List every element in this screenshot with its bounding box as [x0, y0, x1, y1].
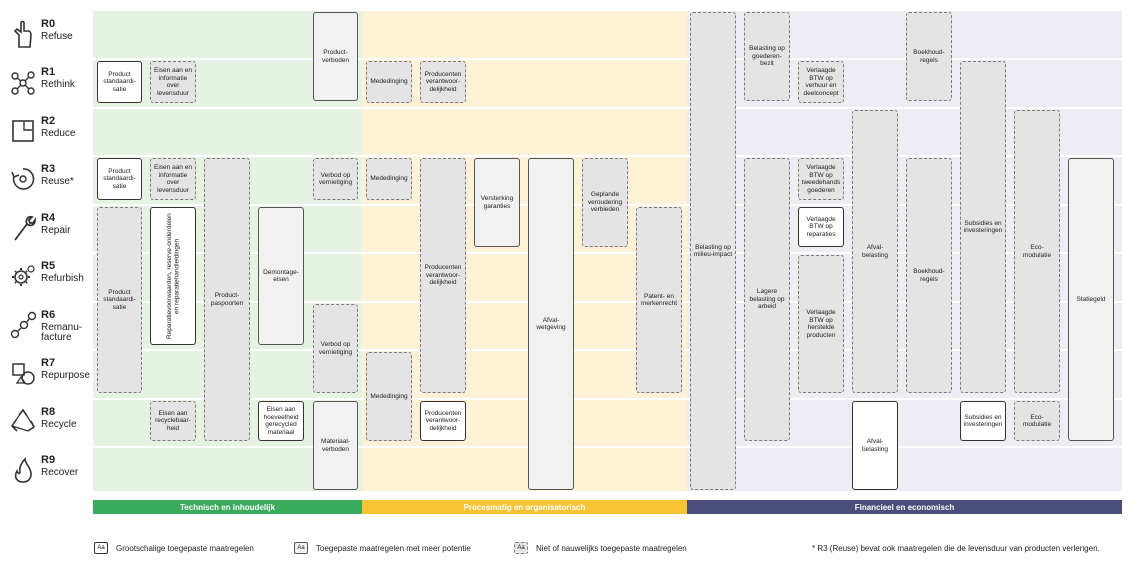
legend-swatch-potential: Aa [294, 542, 308, 554]
measure-afvalbelasting-mid: Afval-belasting [852, 110, 898, 393]
measure-belasting-milieu-impact: Belasting op milieu-impact [690, 12, 736, 490]
measure-subsidies-r8: Subsidies en investeringen [960, 401, 1006, 441]
measure-boekhoudregels-top: Boekhoud-regels [906, 12, 952, 101]
measure-mededinging-r8: Mededinging [366, 352, 412, 441]
measure-belasting-goederenbezit: Belasting op goederen-bezit [744, 12, 790, 101]
legend-swatch-none: Aa [514, 542, 528, 554]
reuse-cycle-icon [11, 168, 35, 190]
measure-eisen-gerecycled: Eisen aan hoeveelheid gerecycled materia… [258, 401, 304, 441]
measure-versterking-garanties: Versterking garanties [474, 158, 520, 247]
measure-eisen-recyclebaarheid: Eisen aan recyclebaar-heid [150, 401, 196, 441]
measure-producenten-mid: Producenten verantwoor-delijkheid [420, 158, 466, 393]
measure-afvalbelasting-r8: Afval-belasting [852, 401, 898, 490]
measure-materiaalverboden: Materiaal-verboden [313, 401, 358, 490]
category-process: Procesmatig en organisatorisch [362, 500, 687, 514]
repurpose-shapes-icon [12, 363, 35, 385]
measure-product-standaardisatie-r5: Product standaardi-satie [97, 207, 142, 393]
measure-product-standaardisatie-r3: Product standaardi-satie [97, 158, 142, 200]
rethink-network-icon [11, 71, 35, 95]
measure-geplande-veroudering: Geplande veroudering verbieden [582, 158, 628, 247]
measure-mededinging-r3: Mededinging [366, 158, 412, 200]
legend-label-large: Grootschalige toegepaste maatregelen [116, 544, 254, 553]
measure-boekhoudregels-mid: Boekhoud-regels [906, 158, 952, 393]
repair-wrench-icon [14, 215, 36, 241]
footnote: * R3 (Reuse) bevat ook maatregelen die d… [812, 544, 1100, 553]
measure-verlaagde-btw-tweedehands: Verlaagde BTW op tweedehands goederen [798, 158, 844, 200]
measure-producenten-r8: Producenten verantwoor-delijkheid [420, 401, 466, 441]
refuse-hand-icon [13, 20, 32, 48]
category-technical: Technisch en inhoudelijk [93, 500, 362, 514]
measure-mededinging-r1: Mededinging [366, 61, 412, 103]
legend-label-potential: Toegepaste maatregelen met meer potentie [316, 544, 471, 553]
measure-verlaagde-btw-reparaties: Verlaagde BTW op reparaties [798, 207, 844, 247]
recycle-arrows-icon [10, 408, 36, 432]
legend-label-none: Niet of nauwelijks toegepaste maatregele… [536, 544, 687, 553]
measure-producenten-r1: Producenten verantwoor-delijkheid [420, 61, 466, 103]
measure-eisen-levensduur-r3: Eisen aan en informatie over levensduur [150, 158, 196, 200]
legend-swatch-large: Aa [94, 542, 108, 554]
measure-verlaagde-btw-herstelde: Verlaagde BTW op herstelde producten [798, 255, 844, 393]
band-process [362, 11, 687, 491]
measure-productpaspoorten: Product-paspoorten [204, 158, 250, 441]
recover-flame-icon [14, 457, 32, 483]
remanufacture-nodes-icon [10, 311, 36, 339]
category-financial: Financieel en economisch [687, 500, 1122, 514]
measure-statiegeld: Statiegeld [1068, 158, 1114, 441]
measure-subsidies-mid: Subsidies en investeringen [960, 61, 1006, 393]
reduce-square-icon [12, 120, 34, 142]
measure-demontage-eisen: Demontage-eisen [258, 207, 304, 345]
measure-verbod-vernietiging-r6: Verbod op vernietiging [313, 304, 358, 393]
measure-patent-merkenrecht: Patent- en merkenrecht [636, 207, 682, 393]
refurbish-gear-icon [12, 265, 35, 286]
measure-ecomodulatie-r8: Eco-modulatie [1014, 401, 1060, 441]
measure-eisen-levensduur-r1: Eisen aan en informatie over levensduur [150, 61, 196, 103]
measure-afvalwetgeving: Afval-wetgeving [528, 158, 574, 490]
measure-verlaagde-btw-verhuur: Verlaagde BTW op verhuur en deelconcept [798, 61, 844, 103]
measure-verbod-vernietiging-r3: Verbod op vernietiging [313, 158, 358, 200]
measure-reparatievoorwaarden: Reparatievoorwaarden, reserve-onderdelen… [150, 207, 196, 345]
measure-product-standaardisatie-r1: Product standaardi-satie [97, 61, 142, 103]
measure-lagere-belasting-arbeid: Lagere belasting op arbeid [744, 158, 790, 441]
measure-productverboden: Product-verboden [313, 12, 358, 101]
measure-ecomodulatie-mid: Eco-modulatie [1014, 110, 1060, 393]
